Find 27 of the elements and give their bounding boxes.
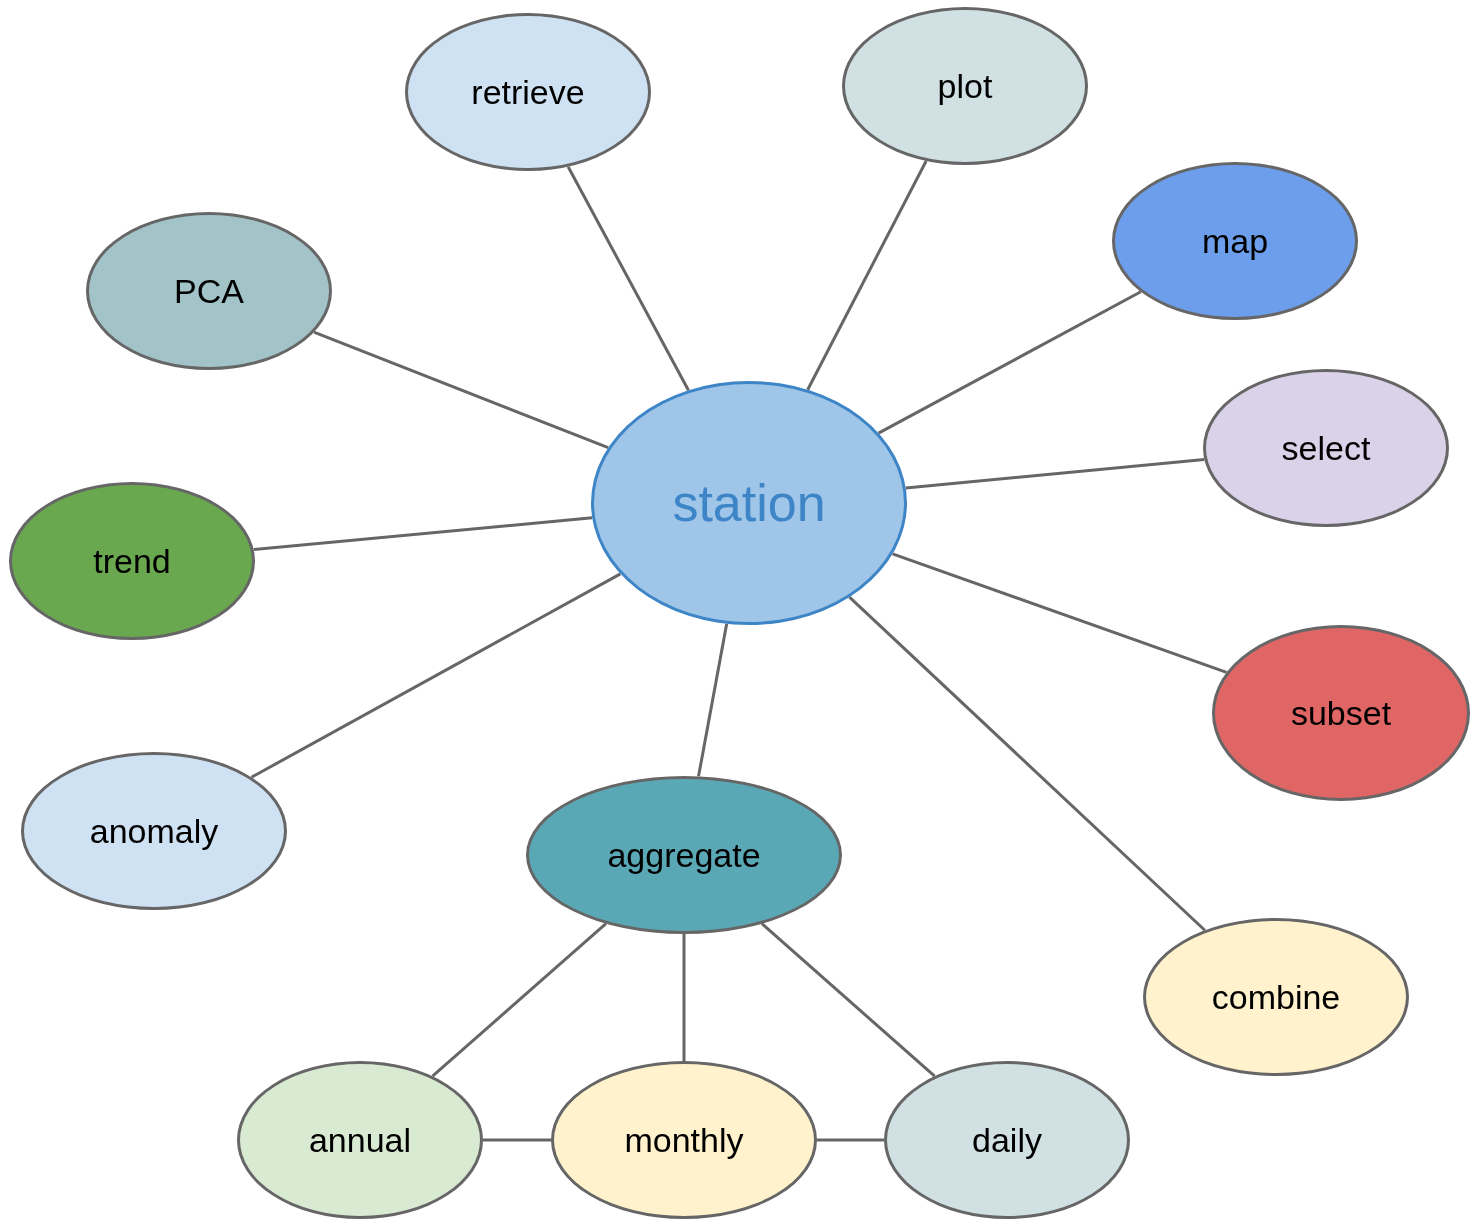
node-label: annual bbox=[308, 1120, 412, 1160]
connector-line bbox=[905, 458, 1205, 490]
node-label: subset bbox=[1290, 693, 1392, 733]
node-label: combine bbox=[1211, 977, 1341, 1017]
node-label: plot bbox=[937, 66, 993, 106]
node-label: station bbox=[672, 473, 826, 533]
connector-line bbox=[848, 596, 1206, 932]
connector-line bbox=[566, 165, 690, 392]
connector-line bbox=[253, 516, 593, 552]
node-label: retrieve bbox=[471, 72, 585, 112]
node-label: PCA bbox=[174, 271, 244, 311]
connector-line bbox=[483, 1138, 551, 1142]
connector-line bbox=[682, 934, 686, 1061]
node-label: monthly bbox=[624, 1120, 744, 1160]
node-label: daily bbox=[972, 1120, 1042, 1160]
connector-line bbox=[760, 922, 936, 1078]
connector-line bbox=[817, 1138, 884, 1142]
connector-line bbox=[431, 922, 607, 1078]
node-label: select bbox=[1281, 428, 1371, 468]
connector-line bbox=[250, 572, 622, 779]
connector-line bbox=[697, 623, 729, 777]
connector-line bbox=[877, 290, 1142, 435]
node-label: anomaly bbox=[89, 811, 219, 851]
node-label: trend bbox=[93, 541, 171, 581]
node-label: aggregate bbox=[607, 835, 761, 875]
node-label: map bbox=[1201, 221, 1269, 261]
connector-line bbox=[806, 160, 928, 391]
